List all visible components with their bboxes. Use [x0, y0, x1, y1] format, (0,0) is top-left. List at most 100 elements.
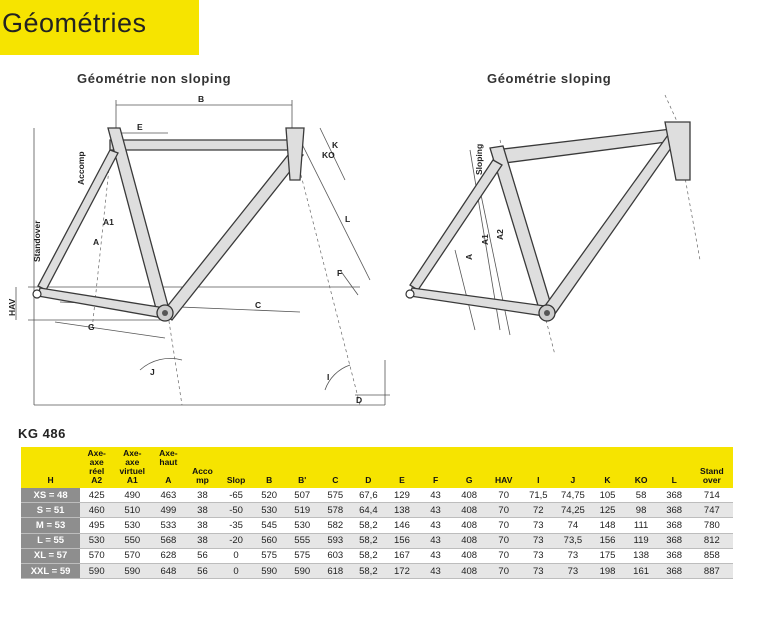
table-cell: 111 — [633, 519, 649, 531]
table-cell: 175 — [599, 550, 616, 562]
column-header-line: axe — [89, 457, 104, 467]
dim-label-a2-right: A2 — [495, 229, 505, 240]
diagram-title-non-sloping: Géométrie non sloping — [77, 71, 232, 86]
table-cell: 58 — [635, 489, 647, 501]
table-cell: 560 — [252, 533, 286, 549]
table-cell: 618 — [318, 563, 352, 579]
table-cell: 578 — [318, 502, 352, 518]
column-header-line: A2 — [91, 475, 103, 485]
table-cell: 425 — [88, 489, 105, 501]
dim-label-g: G — [88, 322, 95, 332]
table-cell: 167 — [394, 550, 410, 562]
table-cell: 408 — [461, 489, 478, 501]
column-header-line: mp — [196, 475, 209, 485]
table-cell: 570 — [124, 550, 141, 562]
table-cell: 43 — [430, 550, 441, 562]
column-header: J — [555, 447, 591, 488]
table-cell: 499 — [151, 502, 186, 518]
table-cell: 368 — [657, 563, 691, 579]
table-cell: 368 — [666, 489, 683, 501]
dim-label-k: K — [332, 140, 339, 150]
table-cell: 812 — [690, 533, 733, 549]
table-cell: 858 — [703, 550, 720, 562]
dim-label-sloping: Sloping — [474, 144, 484, 175]
dim-label-j: J — [150, 367, 155, 377]
column-header-line: Stand — [700, 466, 724, 476]
column-header-line: haut — [159, 457, 178, 467]
dim-label-l: L — [345, 214, 350, 224]
dim-label-f: F — [337, 268, 342, 278]
column-header-line: virtuel — [119, 466, 146, 476]
column-header-line: H — [47, 475, 54, 485]
column-header-line: KO — [634, 475, 648, 485]
table-cell: 71,5 — [529, 489, 548, 501]
table-cell: 714 — [703, 489, 720, 501]
table-cell: 129 — [394, 489, 410, 501]
size-cell: S = 51 — [21, 502, 81, 518]
size-cell: L = 55 — [21, 533, 81, 549]
table-cell: 58,2 — [359, 519, 378, 531]
table-cell: 530 — [294, 519, 311, 531]
table-cell: 156 — [384, 533, 419, 549]
table-cell: 74,25 — [555, 502, 591, 518]
table-cell: 582 — [327, 519, 344, 531]
table-cell: 56 — [185, 563, 220, 579]
column-header-line: Slop — [226, 475, 246, 485]
table-cell: 98 — [624, 502, 658, 518]
dim-label-d: D — [356, 395, 362, 405]
table-cell: 570 — [88, 550, 105, 562]
table-cell: 463 — [160, 489, 177, 501]
table-cell: 43 — [419, 563, 453, 579]
table-cell: 161 — [624, 563, 658, 579]
table-cell: 495 — [88, 519, 105, 531]
size-cell: M = 53 — [21, 517, 81, 534]
table-cell: 590 — [80, 563, 114, 579]
table-cell: -65 — [229, 489, 243, 501]
column-header: Axe-haut A — [151, 447, 186, 488]
table-cell: 72 — [521, 502, 556, 518]
column-header: C — [318, 447, 352, 488]
table-cell: 408 — [452, 502, 487, 518]
column-header-line: C — [332, 475, 339, 485]
column-header-line: G — [465, 475, 473, 485]
table-cell: 73 — [521, 533, 556, 549]
table-cell: -35 — [229, 519, 243, 531]
column-header: E — [384, 447, 419, 488]
column-header-line: réel — [89, 466, 105, 476]
column-header: I — [521, 447, 556, 488]
table-cell: 67,6 — [359, 489, 378, 501]
table-cell: 43 — [430, 489, 441, 501]
non-sloping-frame: B E K KO L F C D A A1 G J I Accomp Stand… — [7, 94, 390, 406]
column-header-line: D — [365, 475, 372, 485]
table-cell: 0 — [233, 550, 239, 562]
column-header: K — [590, 447, 625, 488]
table-cell: 70 — [498, 550, 509, 562]
table-cell: 568 — [151, 533, 186, 549]
column-header-line: Axe- — [159, 448, 178, 458]
table-cell: 590 — [252, 563, 286, 579]
table-cell: 0 — [219, 563, 253, 579]
column-header-line: Axe- — [87, 448, 106, 458]
table-cell: 408 — [461, 550, 478, 562]
table-cell: 70 — [498, 489, 509, 501]
table-cell: 38 — [197, 489, 208, 501]
dim-label-c: C — [255, 300, 261, 310]
sloping-frame: Sloping A A1 A2 — [405, 94, 701, 356]
column-header: HAV — [486, 447, 522, 488]
size-cell: XXL = 59 — [21, 563, 81, 579]
column-header-line: E — [399, 475, 405, 485]
table-cell: 555 — [285, 533, 319, 549]
table-cell: 73 — [567, 550, 579, 562]
column-header-line: I — [537, 475, 540, 485]
column-header: B — [252, 447, 286, 488]
